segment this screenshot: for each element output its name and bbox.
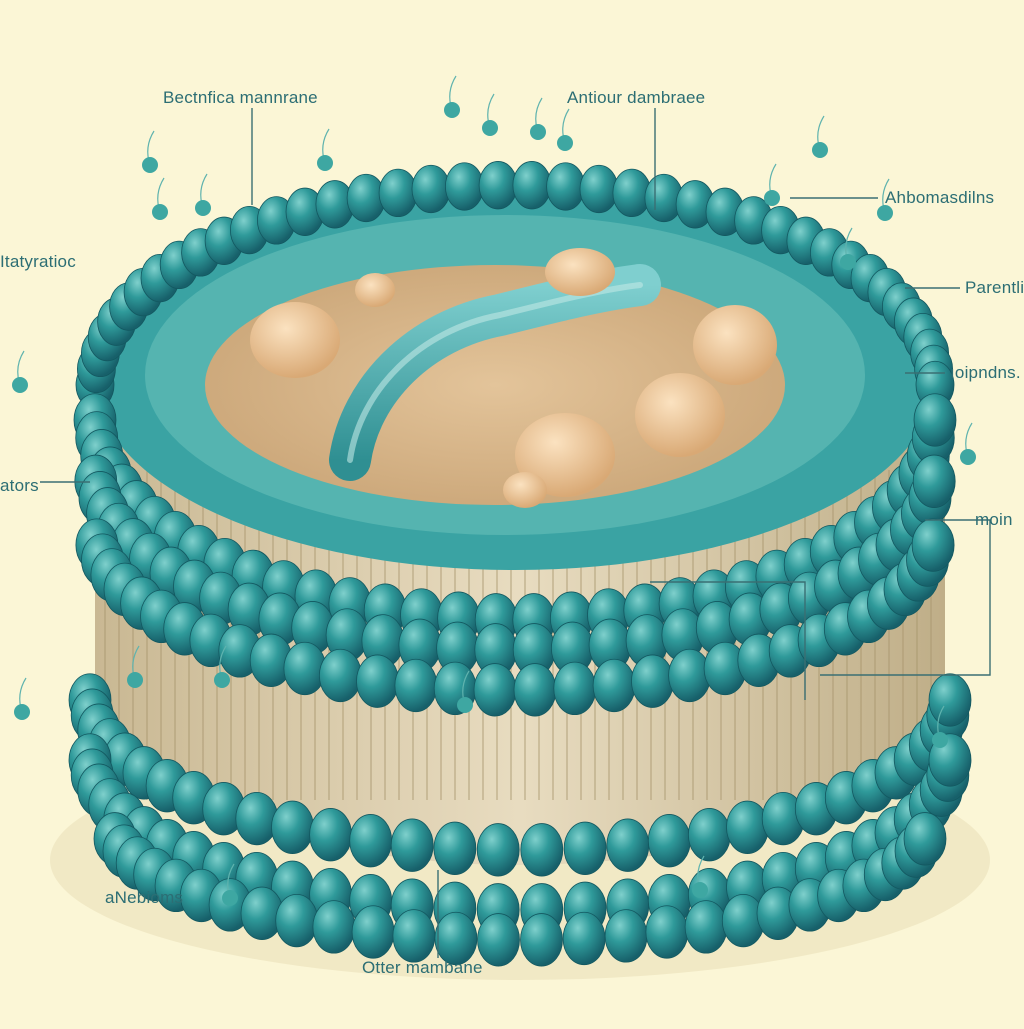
- label-right-4: moin: [975, 510, 1013, 529]
- leader-lines: [40, 108, 991, 958]
- label-right-1: Ahbomasdilns: [885, 188, 995, 207]
- label-top-left: Bectnfica mannrane: [163, 88, 318, 107]
- label-top-center: Antiour dambraee: [567, 88, 706, 107]
- label-right-2: Parentli: [965, 278, 1024, 297]
- label-right-3: ıoipndns.: [950, 363, 1021, 382]
- label-bottom-center: Otter mambane: [362, 958, 483, 977]
- label-left-1: Itatyratioc: [0, 252, 76, 271]
- label-left-2: ators: [0, 476, 39, 495]
- label-bottom-left: aNebioms: [105, 888, 184, 907]
